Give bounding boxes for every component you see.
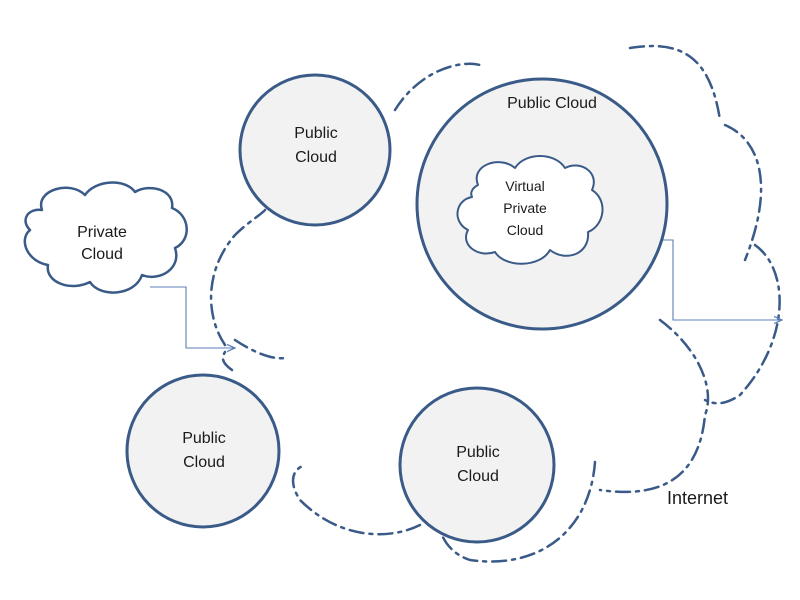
vpc-label-3: Cloud — [507, 222, 544, 238]
private-cloud: Private Cloud — [23, 181, 188, 294]
public-cloud-top-label-1: Public — [294, 125, 338, 142]
public-cloud-bottom-left: Public Cloud — [125, 373, 281, 529]
virtual-private-cloud-shape — [456, 155, 604, 265]
public-cloud-top-circle — [238, 73, 392, 227]
vpc-label-1: Virtual — [505, 178, 544, 194]
internet-cloud-outline — [209, 44, 781, 563]
public-cloud-bottom-left-circle — [125, 373, 281, 529]
public-cloud-bottom-middle-label-2: Cloud — [457, 468, 499, 485]
private-cloud-label-1: Private — [77, 224, 127, 241]
public-cloud-bottom-left-label-2: Cloud — [183, 454, 225, 471]
private-cloud-connector-arrow — [150, 286, 235, 348]
private-cloud-shape — [23, 181, 188, 294]
public-cloud-bottom-middle-circle — [398, 386, 556, 544]
public-cloud-bottom-left-label-1: Public — [182, 430, 226, 447]
virtual-private-cloud: Virtual Private Cloud — [456, 155, 604, 265]
private-cloud-label-2: Cloud — [81, 246, 123, 263]
public-cloud-top: Public Cloud — [238, 73, 392, 227]
internet-label: Internet — [667, 488, 728, 508]
public-cloud-top-label-2: Cloud — [295, 149, 337, 166]
public-cloud-bottom-middle-label-1: Public — [456, 444, 500, 461]
public-cloud-large-label: Public Cloud — [507, 95, 597, 112]
public-cloud-bottom-middle: Public Cloud — [398, 386, 556, 544]
vpc-label-2: Private — [503, 200, 547, 216]
